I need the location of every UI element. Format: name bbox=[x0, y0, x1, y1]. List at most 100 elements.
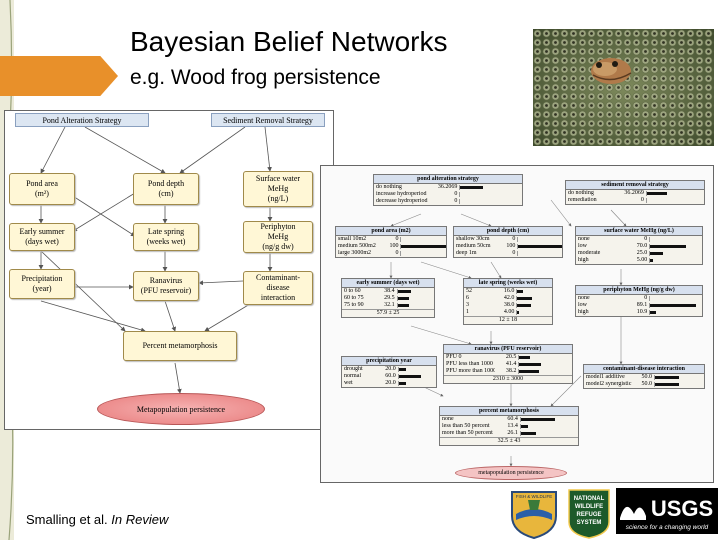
bn-title: percent metamorphosis bbox=[440, 407, 578, 416]
diagram-header-pond-alteration: Pond Alteration Strategy bbox=[15, 113, 149, 127]
citation-status: In Review bbox=[111, 512, 169, 527]
bn-state-bar-fill bbox=[650, 304, 697, 307]
bn-state-bar bbox=[516, 310, 552, 315]
bn-state-bar bbox=[645, 191, 704, 196]
bn-state-value: 32.1 bbox=[384, 302, 395, 308]
bn-state-value: 13.4 bbox=[507, 423, 518, 429]
bn-state-value: 10.9 bbox=[636, 309, 648, 315]
bn-state-label: none bbox=[578, 295, 590, 301]
fws-logo-text: FISH & WILDLIFE bbox=[516, 494, 553, 499]
wood-frog-photo bbox=[533, 29, 714, 146]
bn-state-row: remediation 0 bbox=[566, 197, 704, 204]
slide-subtitle: e.g. Wood frog persistence bbox=[130, 66, 381, 89]
bn-state-bar bbox=[400, 237, 446, 242]
node-percent-metamorphosis: Percent metamorphosis bbox=[123, 331, 237, 361]
bn-state-value: 16.0 bbox=[503, 288, 515, 294]
bn-state-bar bbox=[519, 417, 578, 422]
bn-state-bar bbox=[516, 289, 552, 294]
bn-state-label: shallow 30cm bbox=[456, 236, 490, 242]
diagram-header-sediment-removal: Sediment Removal Strategy bbox=[211, 113, 325, 127]
bn-state-label: moderate bbox=[578, 250, 601, 256]
bn-state-value: 26.1 bbox=[507, 430, 518, 436]
bn-state-bar bbox=[397, 381, 436, 386]
bn-state-label: 52 bbox=[466, 288, 472, 294]
bn-state-bar bbox=[516, 296, 552, 301]
bn-title: precipitation year bbox=[342, 357, 436, 366]
bn-state-bar bbox=[518, 369, 572, 374]
bn-state-bar bbox=[653, 375, 704, 380]
bn-state-value: 100 bbox=[506, 243, 516, 249]
bn-state-label: large 3000m2 bbox=[338, 250, 372, 256]
bn-state-bar-fill bbox=[401, 245, 446, 248]
bn-state-label: high bbox=[578, 309, 589, 315]
bn-state-bar bbox=[400, 251, 446, 256]
bn-state-label: 0 to 60 bbox=[344, 288, 361, 294]
bn-state-label: remediation bbox=[568, 197, 597, 203]
bn-state-bar bbox=[400, 244, 446, 249]
bn-state-value: 100 bbox=[389, 243, 399, 249]
bn-title: sediment removal strategy bbox=[566, 181, 704, 190]
bn-state-value: 0 bbox=[644, 236, 648, 242]
bn-state-bar bbox=[649, 258, 702, 263]
bn-state-label: low bbox=[578, 302, 587, 308]
bn-state-bar-fill bbox=[397, 304, 410, 307]
bn-state-row: do nothing 36.2069 bbox=[374, 184, 522, 191]
bn-state-value: 36.2069 bbox=[437, 184, 458, 190]
bn-state-bar-fill bbox=[646, 192, 668, 195]
bn-state-label: none bbox=[442, 416, 454, 422]
orange-accent-tab bbox=[0, 56, 118, 96]
bn-state-label: 60 to 75 bbox=[344, 295, 364, 301]
bn-state-bar bbox=[397, 374, 436, 379]
bn-state-value: 36.2069 bbox=[624, 190, 644, 196]
bn-title: periphyton MeHg (ng/g dw) bbox=[576, 286, 702, 295]
bn-state-value: 0 bbox=[644, 295, 648, 301]
bn-state-bar bbox=[459, 185, 522, 190]
bn-state-label: wet bbox=[344, 380, 353, 386]
bn-state-value: 0 bbox=[640, 197, 644, 203]
node-pond-depth: Pond depth (cm) bbox=[133, 173, 199, 205]
bn-state-bar bbox=[517, 244, 562, 249]
diagram-arrows bbox=[38, 126, 273, 394]
bn-state-label: PFU less than 1000 bbox=[446, 361, 493, 367]
nwrs-line-4: SYSTEM bbox=[577, 520, 602, 526]
node-late-spring: Late spring (weeks wet) bbox=[133, 223, 199, 251]
bn-state-bar-fill bbox=[517, 290, 523, 293]
bn-state-label: drought bbox=[344, 366, 363, 372]
bn-state-bar bbox=[396, 303, 434, 308]
bn-state-bar-fill bbox=[397, 290, 412, 293]
bn-state-bar bbox=[649, 251, 702, 256]
bn-state-label: 6 bbox=[466, 295, 469, 301]
bn-state-label: PFU 0 bbox=[446, 354, 462, 360]
bn-state-value: 0 bbox=[395, 236, 399, 242]
bn-state-bar bbox=[396, 296, 434, 301]
bn-summary: 57.9 ± 25 bbox=[342, 309, 434, 317]
bn-state-bar bbox=[649, 296, 702, 301]
bn-state-bar bbox=[653, 382, 704, 387]
bn-state-label: do nothing bbox=[376, 184, 402, 190]
bn-state-value: 20.5 bbox=[505, 354, 517, 360]
bn-state-value: 0 bbox=[454, 198, 458, 204]
bn-state-label: low bbox=[578, 243, 587, 249]
